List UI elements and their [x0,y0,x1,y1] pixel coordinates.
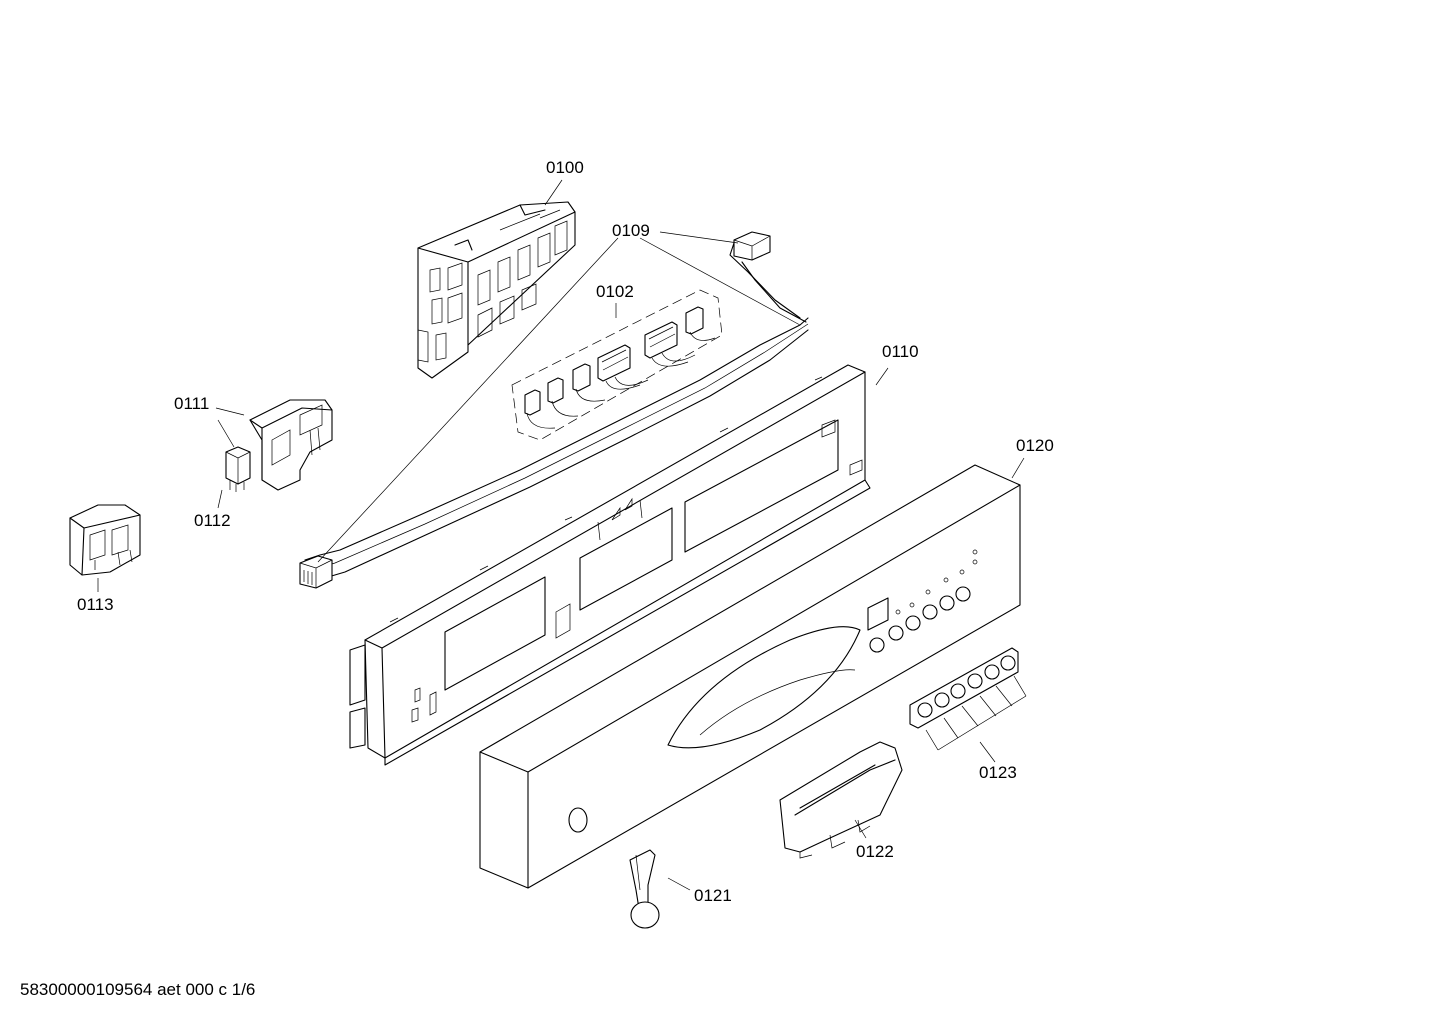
part-0111-door-lock [249,399,333,491]
part-0102-connector-set [511,289,723,441]
part-0123-button-strip [909,647,1019,729]
part-0112-relay [225,446,251,492]
callout-0111: 0111 [174,394,209,413]
callout-0120: 0120 [1016,436,1054,455]
callout-0123: 0123 [979,763,1017,782]
part-0120-control-panel [479,464,1021,889]
callout-0122: 0122 [856,842,894,861]
callout-0100: 0100 [546,158,584,177]
part-0110-panel-frame [349,364,871,766]
callout-0109: 0109 [612,221,650,240]
callout-0112: 0112 [194,511,231,530]
part-0100-control-module [417,201,576,379]
part-0122-door-handle [779,741,903,859]
callout-0113: 0113 [77,595,114,614]
callout-0102: 0102 [596,282,634,301]
drawing-reference-number: 58300000109564 aet 000 c 1/6 [20,980,256,999]
part-0113-switch-module [69,504,141,576]
callout-0121: 0121 [694,886,732,905]
part-0109-wiring-harness [299,231,809,589]
part-0121-knob [629,849,660,929]
callout-0110: 0110 [882,342,919,361]
leader-lines [97,179,1027,891]
